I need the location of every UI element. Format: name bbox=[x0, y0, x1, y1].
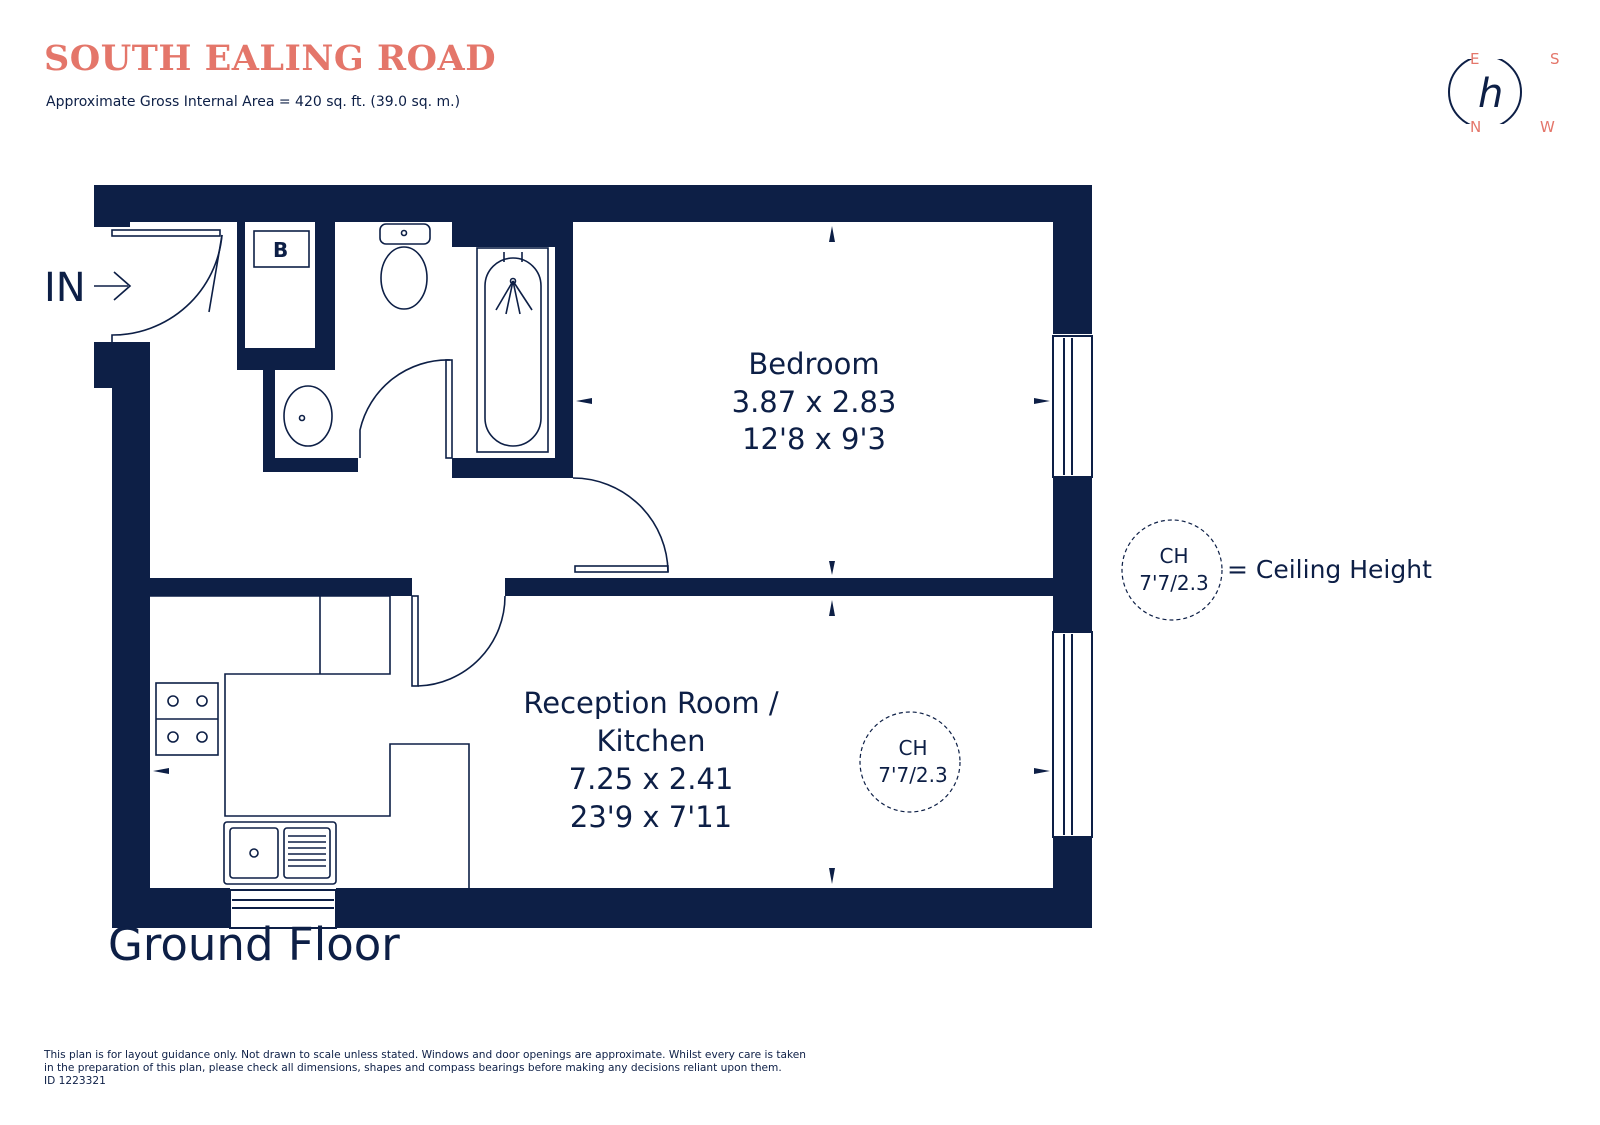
bathtub bbox=[476, 247, 549, 453]
legend-code: CH bbox=[1159, 544, 1188, 568]
legend-text: = Ceiling Height bbox=[1227, 555, 1432, 584]
kitchen-counter bbox=[150, 595, 470, 888]
bedroom-name: Bedroom bbox=[748, 347, 879, 381]
entrance-label: IN bbox=[44, 265, 86, 311]
reception-name-line2: Kitchen bbox=[597, 724, 706, 758]
ceiling-height-value: 7'7/2.3 bbox=[878, 763, 948, 787]
reception-name-line1: Reception Room / bbox=[523, 686, 778, 720]
compass-east: E bbox=[1470, 50, 1479, 68]
kitchen-sink bbox=[223, 821, 337, 885]
boiler-cupboard bbox=[253, 230, 310, 268]
property-title: SOUTH EALING ROAD bbox=[44, 38, 497, 79]
reception-imperial: 23'9 x 7'11 bbox=[570, 800, 732, 834]
gross-area-text: Approximate Gross Internal Area = 420 sq… bbox=[46, 94, 461, 110]
basin bbox=[283, 385, 333, 447]
bedroom-metric: 3.87 x 2.83 bbox=[732, 385, 897, 419]
bedroom-imperial: 12'8 x 9'3 bbox=[742, 422, 886, 456]
ceiling-height-legend: CH 7'7/2.3 = Ceiling Height bbox=[1121, 519, 1432, 621]
entrance-door bbox=[111, 234, 223, 342]
disclaimer-line-1: This plan is for layout guidance only. N… bbox=[44, 1049, 807, 1061]
compass-west: W bbox=[1540, 118, 1555, 136]
walls bbox=[94, 185, 1092, 928]
floor-label: Ground Floor bbox=[108, 918, 400, 971]
toilet-bowl bbox=[380, 246, 428, 310]
disclaimer-line-2: in the preparation of this plan, please … bbox=[44, 1062, 782, 1074]
entrance-arrow-icon bbox=[94, 271, 132, 301]
plan-id: ID 1223321 bbox=[44, 1075, 106, 1087]
disclaimer: This plan is for layout guidance only. N… bbox=[44, 1049, 844, 1088]
ceiling-height-badge: CH 7'7/2.3 bbox=[859, 711, 961, 813]
legend-value: 7'7/2.3 bbox=[1139, 571, 1209, 595]
bathroom-door bbox=[359, 359, 451, 458]
reception-door bbox=[417, 595, 506, 687]
doors bbox=[111, 229, 669, 687]
bathtub-basin bbox=[484, 257, 542, 447]
dimension-markers bbox=[153, 226, 1050, 884]
ceiling-height-code: CH bbox=[898, 736, 927, 760]
reception-metric: 7.25 x 2.41 bbox=[569, 762, 734, 796]
compass-north: N bbox=[1470, 118, 1481, 136]
compass-south: S bbox=[1550, 50, 1560, 68]
bedroom-door bbox=[572, 477, 669, 573]
fixtures bbox=[150, 223, 549, 888]
monogram-text: h bbox=[1478, 71, 1503, 117]
boiler-label: B bbox=[273, 238, 288, 262]
compass-logo: h E S N W bbox=[1448, 47, 1560, 136]
toilet-cistern bbox=[379, 223, 431, 245]
windows bbox=[229, 335, 1093, 929]
